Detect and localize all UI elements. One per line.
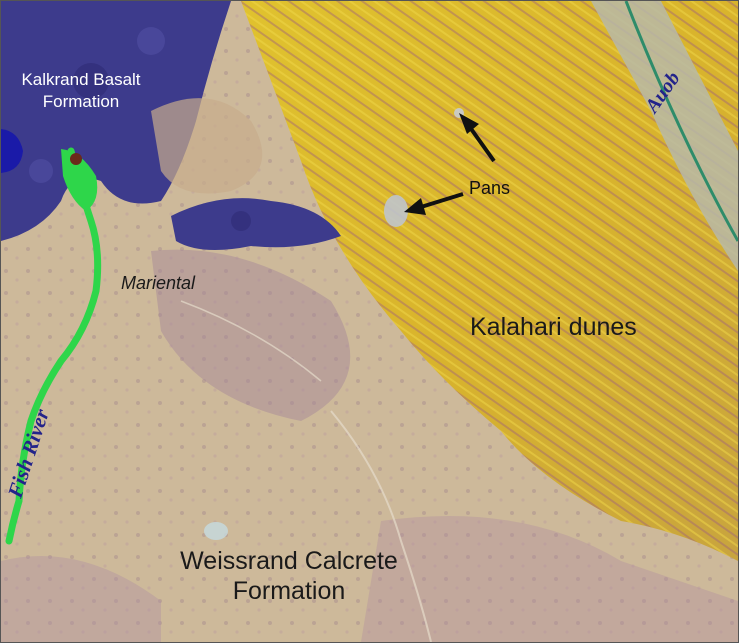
water-body [1, 129, 23, 173]
pans-arrow-upper [467, 124, 496, 163]
pan-1 [384, 195, 408, 227]
kalkrand-basalt-label: Kalkrand Basalt Formation [21, 70, 141, 111]
auob-valley [591, 1, 738, 271]
pans-arrow-lower [420, 192, 464, 209]
purple-terrain-patch [151, 249, 351, 421]
mariental-label: Mariental [121, 273, 196, 293]
basalt-formation [1, 1, 231, 241]
pans-label: Pans [469, 178, 511, 198]
kalahari-dunes-label: Kalahari dunes [470, 313, 637, 341]
weissrand-calcrete-label: Weissrand Calcrete Formation [180, 547, 398, 605]
fish-river-course [5, 147, 102, 545]
